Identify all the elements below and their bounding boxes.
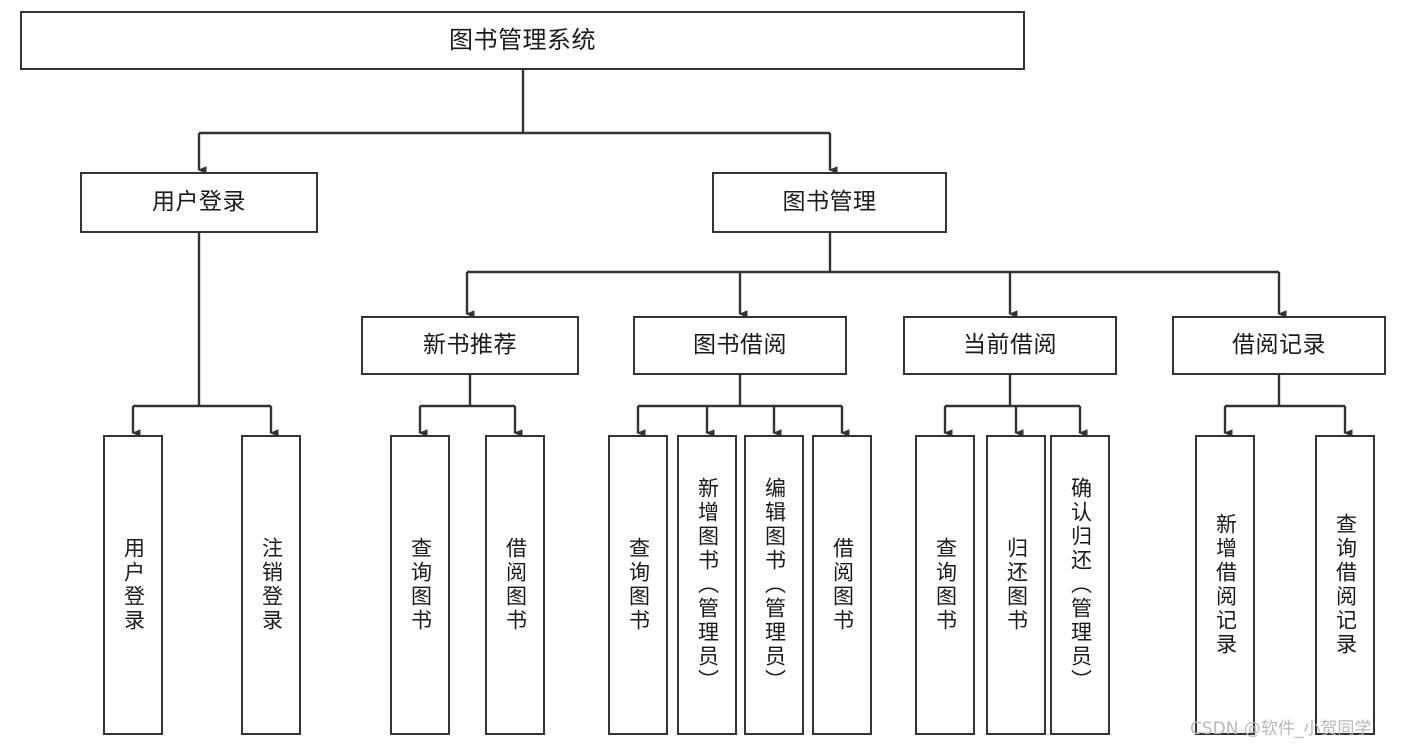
node-current-borrow[interactable]: 当前借阅 <box>903 316 1117 375</box>
node-label: 当前借阅 <box>963 331 1057 358</box>
node-label: 借阅记录 <box>1232 331 1326 358</box>
node-user-login[interactable]: 用户登录 <box>80 172 318 233</box>
node-label: 图书管理 <box>782 188 877 215</box>
node-label: 借阅图书 <box>830 537 855 633</box>
node-label: 新增图书（管理员） <box>695 477 720 693</box>
node-leaf-return-book[interactable]: 归还图书 <box>986 435 1046 735</box>
node-book-borrow[interactable]: 图书借阅 <box>633 316 847 375</box>
node-label: 查询图书 <box>408 537 433 633</box>
node-book-management[interactable]: 图书管理 <box>712 172 947 233</box>
node-leaf-add-borrow-record[interactable]: 新增借阅记录 <box>1195 435 1255 735</box>
node-label: 新增借阅记录 <box>1213 513 1238 657</box>
node-leaf-add-book-admin[interactable]: 新增图书（管理员） <box>677 435 737 735</box>
node-label: 查询借阅记录 <box>1333 513 1358 657</box>
node-label: 图书管理系统 <box>449 26 596 55</box>
node-label: 注销登录 <box>259 537 284 633</box>
node-leaf-edit-book-admin[interactable]: 编辑图书（管理员） <box>744 435 804 735</box>
node-leaf-confirm-return-admin[interactable]: 确认归还（管理员） <box>1050 435 1110 735</box>
node-leaf-borrow-book-rec[interactable]: 借阅图书 <box>485 435 545 735</box>
node-borrow-record[interactable]: 借阅记录 <box>1172 316 1386 375</box>
node-leaf-query-book-rec[interactable]: 查询图书 <box>390 435 450 735</box>
node-label: 用户登录 <box>152 188 246 215</box>
node-leaf-query-book-bor[interactable]: 查询图书 <box>608 435 668 735</box>
node-label: 归还图书 <box>1004 537 1029 633</box>
node-label: 编辑图书（管理员） <box>762 477 787 693</box>
node-label: 用户登录 <box>121 537 146 633</box>
node-label: 图书借阅 <box>693 331 787 358</box>
node-label: 查询图书 <box>933 537 958 633</box>
csdn-watermark: CSDN @软件_小贺同学 <box>1190 719 1372 739</box>
node-label: 查询图书 <box>626 537 651 633</box>
node-label: 新书推荐 <box>423 331 517 358</box>
node-leaf-logout[interactable]: 注销登录 <box>241 435 301 735</box>
node-label: 确认归还（管理员） <box>1068 477 1093 693</box>
node-leaf-query-borrow-record[interactable]: 查询借阅记录 <box>1315 435 1375 735</box>
node-leaf-query-book-cur[interactable]: 查询图书 <box>915 435 975 735</box>
node-root[interactable]: 图书管理系统 <box>20 11 1025 70</box>
node-leaf-borrow-book-bor[interactable]: 借阅图书 <box>812 435 872 735</box>
node-leaf-user-login[interactable]: 用户登录 <box>103 435 163 735</box>
node-new-book-recommend[interactable]: 新书推荐 <box>361 316 579 375</box>
node-label: 借阅图书 <box>503 537 528 633</box>
